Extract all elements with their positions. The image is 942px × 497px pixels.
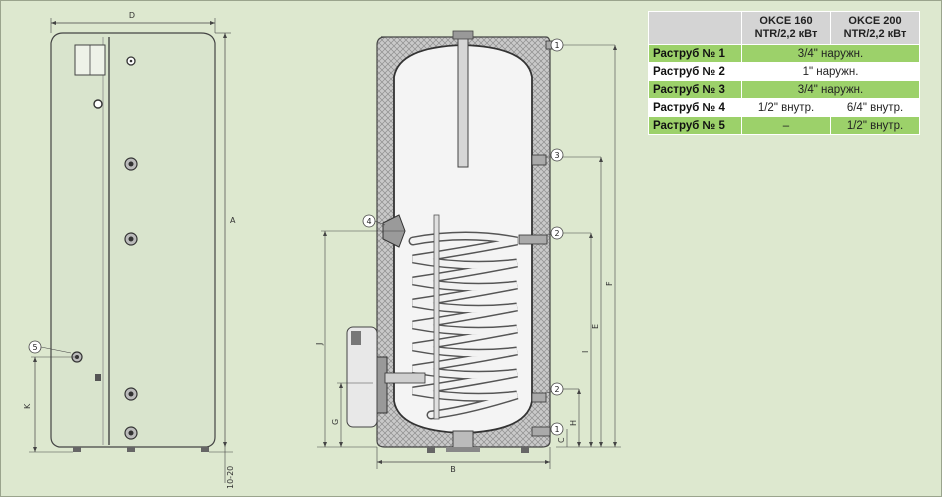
dim-label-d: D bbox=[129, 11, 135, 20]
foot bbox=[521, 447, 529, 453]
dim-label-c: C bbox=[557, 437, 566, 443]
row-label: Раструб № 5 bbox=[648, 116, 742, 135]
callout-1-bottom-number: 1 bbox=[554, 425, 559, 434]
row-value-merged: 3/4" наружн. bbox=[741, 80, 920, 99]
row-label: Раструб № 2 bbox=[648, 62, 742, 81]
side-fitting bbox=[124, 387, 138, 401]
side-fitting bbox=[124, 232, 138, 246]
table-header-okce200: OKCE 200 NTR/2,2 кВт bbox=[830, 11, 920, 45]
table-row: Раструб № 1 3/4" наружн. bbox=[648, 44, 920, 63]
dim-label-f: F bbox=[605, 281, 614, 286]
cross-section: 1 3 2 2 1 4 bbox=[315, 30, 621, 474]
callout-4-number: 4 bbox=[366, 217, 371, 226]
callout-2-lower-number: 2 bbox=[554, 385, 559, 394]
row-label: Раструб № 1 bbox=[648, 44, 742, 63]
callout-4: 4 bbox=[362, 214, 376, 228]
callout-5-number: 5 bbox=[32, 343, 37, 352]
callout-2-upper-number: 2 bbox=[554, 229, 559, 238]
side-fitting bbox=[124, 157, 138, 171]
table-row: Раструб № 3 3/4" наружн. bbox=[648, 80, 920, 99]
connection-3-stub bbox=[531, 154, 547, 166]
connection-1-bottom-stub bbox=[531, 426, 551, 437]
row-label: Раструб № 3 bbox=[648, 80, 742, 99]
heat-exchanger-coil bbox=[408, 214, 519, 420]
row-value-merged: 3/4" наружн. bbox=[741, 44, 920, 63]
dim-label-k: K bbox=[23, 403, 32, 409]
dim-label-i: I bbox=[581, 351, 590, 353]
connection-2-lower-stub bbox=[531, 392, 547, 403]
row-value-okce200: 6/4" внутр. bbox=[830, 98, 920, 117]
side-fitting bbox=[124, 426, 138, 440]
side-view: D A 10-20 K 5 bbox=[23, 11, 236, 489]
dim-label-a: A bbox=[230, 216, 236, 225]
bottom-fitting bbox=[452, 430, 474, 450]
foot bbox=[427, 447, 435, 453]
connections-spec-table: OKCE 160 NTR/2,2 кВт OKCE 200 NTR/2,2 кВ… bbox=[648, 11, 920, 135]
table-header-row: OKCE 160 NTR/2,2 кВт OKCE 200 NTR/2,2 кВ… bbox=[648, 11, 920, 45]
foot bbox=[127, 447, 135, 452]
table-header-blank bbox=[648, 11, 742, 45]
table-header-okce160: OKCE 160 NTR/2,2 кВт bbox=[741, 11, 831, 45]
callout-1-bottom: 1 bbox=[550, 422, 564, 436]
heating-element-flange bbox=[346, 326, 426, 428]
dim-label-b: B bbox=[450, 465, 456, 474]
callout-3-number: 3 bbox=[554, 151, 559, 160]
callout-3: 3 bbox=[550, 148, 564, 162]
dim-label-h: H bbox=[569, 420, 578, 426]
callout-5 bbox=[28, 340, 42, 354]
callout-1-top-number: 1 bbox=[554, 41, 559, 50]
dim-label-j: J bbox=[315, 343, 324, 346]
dim-label-e: E bbox=[591, 324, 600, 329]
row-value-okce160: 1/2" внутр. bbox=[741, 98, 831, 117]
thermostat-knob bbox=[93, 99, 103, 109]
foot bbox=[73, 447, 81, 452]
callout-2-upper: 2 bbox=[550, 226, 564, 240]
table-row: Раструб № 4 1/2" внутр. 6/4" внутр. bbox=[648, 98, 920, 117]
connection-2-upper-stub bbox=[518, 234, 548, 245]
callout-2-lower: 2 bbox=[550, 382, 564, 396]
side-fitting bbox=[126, 56, 136, 66]
row-value-okce200: 1/2" внутр. bbox=[830, 116, 920, 135]
dim-label-gap: 10-20 bbox=[226, 466, 235, 489]
callout-1-top: 1 bbox=[550, 38, 564, 52]
row-value-okce160: – bbox=[741, 116, 831, 135]
header-okce160-text: OKCE 160 NTR/2,2 кВт bbox=[754, 15, 818, 40]
table-row: Раструб № 2 1" наружн. bbox=[648, 62, 920, 81]
foot bbox=[201, 447, 209, 452]
dim-label-g: G bbox=[331, 419, 340, 425]
row-value-merged: 1" наружн. bbox=[741, 62, 920, 81]
header-okce200-text: OKCE 200 NTR/2,2 кВт bbox=[843, 15, 907, 40]
hot-water-outlet bbox=[457, 34, 469, 168]
row-label: Раструб № 4 bbox=[648, 98, 742, 117]
table-row: Раструб № 5 – 1/2" внутр. bbox=[648, 116, 920, 135]
